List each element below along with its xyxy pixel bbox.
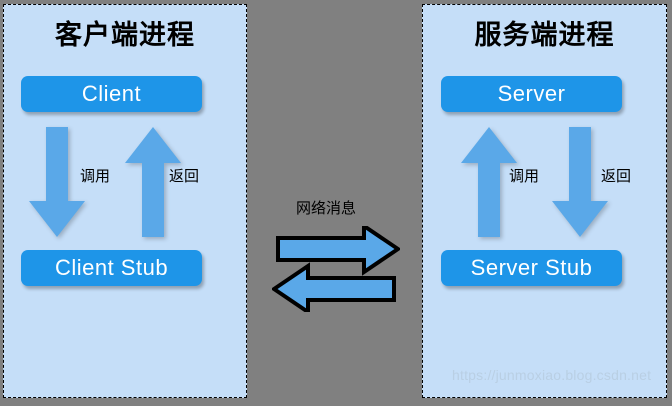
network-exchange-arrows-icon	[272, 226, 400, 312]
server-node-label: Server	[497, 81, 566, 106]
client-call-down-arrow-icon	[29, 127, 85, 237]
server-process-title: 服务端进程	[474, 20, 615, 50]
client-return-label: 返回	[169, 168, 200, 185]
client-call-label: 调用	[80, 168, 111, 185]
server-stub-node-box: Server Stub	[441, 250, 622, 286]
watermark-url: https://junmoxiao.blog.csdn.net	[452, 367, 652, 383]
client-node-box: Client	[21, 76, 202, 112]
server-process-panel: 服务端进程	[422, 4, 667, 398]
server-call-up-arrow-icon	[461, 127, 517, 237]
server-return-down-arrow-icon	[552, 127, 608, 237]
client-stub-node-label: Client Stub	[54, 255, 169, 280]
client-process-title: 客户端进程	[55, 20, 195, 50]
server-node-box: Server	[441, 76, 622, 112]
server-stub-node-label: Server Stub	[470, 255, 593, 280]
server-call-label: 调用	[509, 168, 540, 185]
client-stub-node-box: Client Stub	[21, 250, 202, 286]
server-return-label: 返回	[601, 168, 632, 185]
client-node-label: Client	[81, 81, 142, 106]
network-message-label: 网络消息	[296, 200, 357, 217]
client-return-up-arrow-icon	[125, 127, 181, 237]
